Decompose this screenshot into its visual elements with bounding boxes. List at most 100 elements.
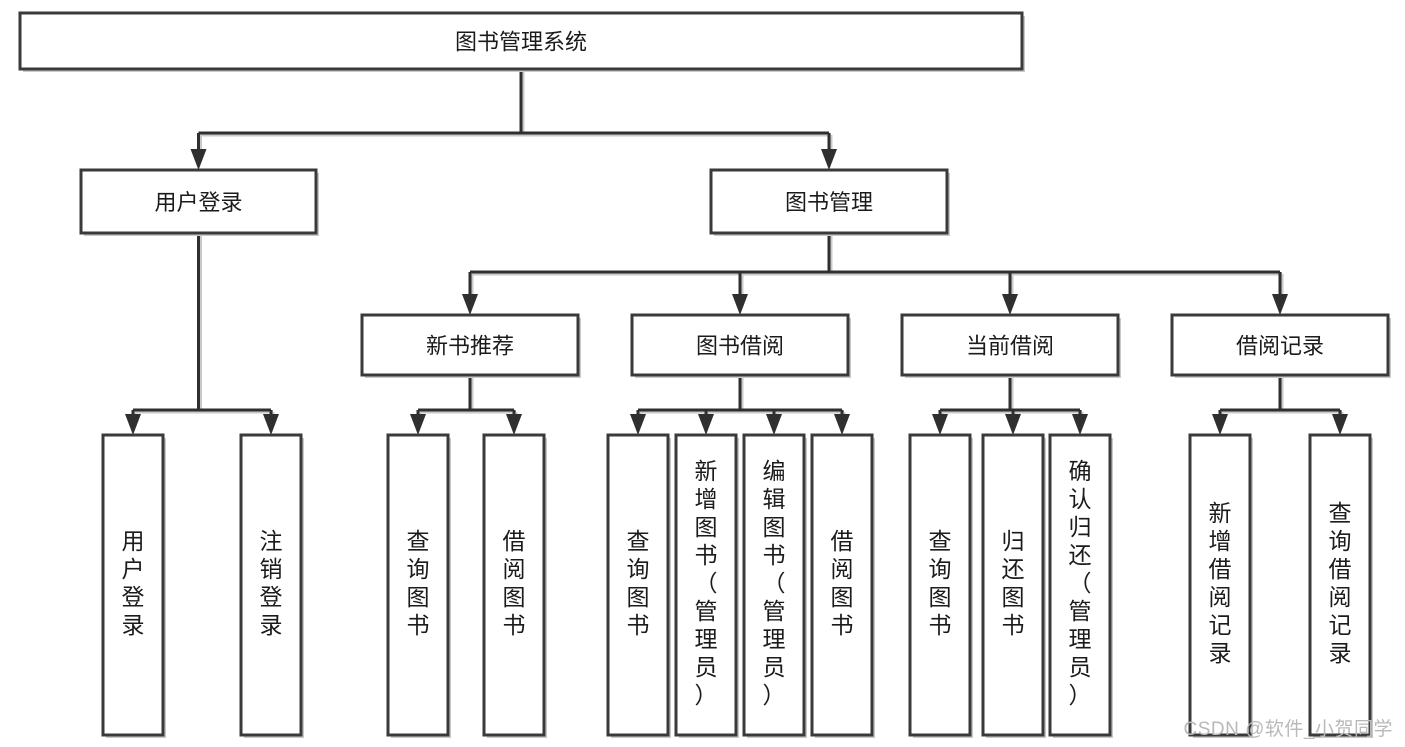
arrow-head-icon: [190, 149, 207, 170]
node-root-label: 图书管理系统: [455, 30, 587, 55]
node-leaf-confirm-return-admin[interactable]: [1048, 433, 1112, 737]
arrow-head-icon: [263, 414, 279, 435]
svg-text:借: 借: [1209, 556, 1232, 582]
node-book-manage[interactable]: [709, 168, 949, 235]
svg-text:图: 图: [627, 584, 650, 610]
svg-text:图: 图: [407, 584, 430, 610]
node-book-manage-label: 图书管理: [785, 190, 873, 215]
node-leaf-query-book-2[interactable]: [606, 433, 670, 737]
node-leaf-borrow-book-2[interactable]: [810, 433, 874, 737]
node-book-borrow-label: 图书借阅: [696, 334, 784, 359]
svg-text:书: 书: [831, 612, 854, 638]
svg-text:录: 录: [122, 612, 145, 638]
svg-text:确: 确: [1069, 458, 1092, 484]
svg-text:用: 用: [122, 528, 145, 554]
connector-lines: [125, 69, 1348, 435]
svg-text:员: 员: [695, 654, 718, 680]
svg-text:书: 书: [503, 612, 526, 638]
svg-text:注: 注: [260, 528, 283, 554]
svg-text:阅: 阅: [1329, 584, 1352, 610]
node-current-borrow-label: 当前借阅: [966, 334, 1054, 359]
node-leaf-add-borrow-record[interactable]: [1188, 433, 1252, 737]
svg-text:查: 查: [929, 528, 952, 554]
svg-text:理: 理: [763, 626, 786, 652]
node-leaf-query-borrow-record[interactable]: [1308, 433, 1372, 737]
svg-text:理: 理: [1069, 626, 1092, 652]
node-leaf-query-book-1[interactable]: [386, 433, 450, 737]
node-leaf-return-book[interactable]: [981, 433, 1045, 737]
node-leaf-user-login[interactable]: [101, 433, 165, 737]
svg-text:图: 图: [1002, 584, 1025, 610]
node-current-borrow[interactable]: [900, 313, 1120, 377]
svg-text:管: 管: [695, 598, 718, 624]
svg-text:书: 书: [407, 612, 430, 638]
arrow-head-icon: [1002, 294, 1018, 315]
arrow-head-icon: [1005, 414, 1021, 435]
arrow-head-icon: [932, 414, 948, 435]
svg-text:增: 增: [1209, 528, 1232, 554]
arrow-head-icon: [1272, 294, 1288, 315]
arrow-head-icon: [732, 294, 748, 315]
node-new-book-recommend[interactable]: [360, 313, 580, 377]
svg-text:图: 图: [929, 584, 952, 610]
svg-text:记: 记: [1209, 612, 1232, 638]
svg-text:管: 管: [1069, 598, 1092, 624]
arrow-head-icon: [125, 414, 141, 435]
svg-text:归: 归: [1002, 528, 1025, 554]
svg-text:书: 书: [695, 542, 718, 568]
arrow-head-icon: [506, 414, 522, 435]
svg-text:图: 图: [503, 584, 526, 610]
node-leaf-logout-login[interactable]: [239, 433, 303, 737]
svg-text:图: 图: [831, 584, 854, 610]
arrow-head-icon: [834, 414, 850, 435]
node-leaf-query-book-3[interactable]: [908, 433, 972, 737]
svg-text:认: 认: [1069, 486, 1092, 512]
svg-text:书: 书: [929, 612, 952, 638]
svg-text:员: 员: [1069, 654, 1092, 680]
svg-text:）: ）: [763, 682, 786, 708]
arrow-head-icon: [821, 149, 837, 170]
node-leaf-edit-book-admin[interactable]: [742, 433, 806, 737]
svg-text:）: ）: [695, 682, 718, 708]
svg-text:销: 销: [260, 556, 283, 582]
node-leaf-borrow-book-1[interactable]: [482, 433, 546, 737]
svg-text:管: 管: [763, 598, 786, 624]
svg-text:书: 书: [763, 542, 786, 568]
svg-text:询: 询: [1329, 528, 1352, 554]
svg-text:查: 查: [1329, 500, 1352, 526]
svg-text:记: 记: [1329, 612, 1352, 638]
svg-text:（: （: [763, 570, 786, 596]
svg-text:图: 图: [763, 514, 786, 540]
svg-text:查: 查: [627, 528, 650, 554]
svg-text:询: 询: [627, 556, 650, 582]
node-root[interactable]: [18, 11, 1024, 71]
arrow-head-icon: [1072, 414, 1088, 435]
svg-text:查: 查: [407, 528, 430, 554]
svg-text:户: 户: [122, 556, 145, 582]
node-book-borrow[interactable]: [630, 313, 850, 377]
node-borrow-record[interactable]: [1170, 313, 1390, 377]
svg-text:录: 录: [260, 612, 283, 638]
svg-text:登: 登: [122, 584, 145, 610]
watermark-text: CSDN @软件_小贺同学: [1183, 719, 1393, 740]
node-leaf-add-book-admin[interactable]: [674, 433, 738, 737]
arrow-head-icon: [630, 414, 646, 435]
svg-text:询: 询: [929, 556, 952, 582]
svg-text:新: 新: [695, 458, 718, 484]
node-boxes: 图书管理系统用户登录图书管理新书推荐图书借阅当前借阅借阅记录用户登录注销登录查询…: [18, 11, 1391, 738]
svg-text:）: ）: [1069, 682, 1092, 708]
svg-text:录: 录: [1329, 640, 1352, 666]
svg-text:录: 录: [1209, 640, 1232, 666]
node-user-login[interactable]: [79, 168, 318, 235]
svg-text:还: 还: [1002, 556, 1025, 582]
